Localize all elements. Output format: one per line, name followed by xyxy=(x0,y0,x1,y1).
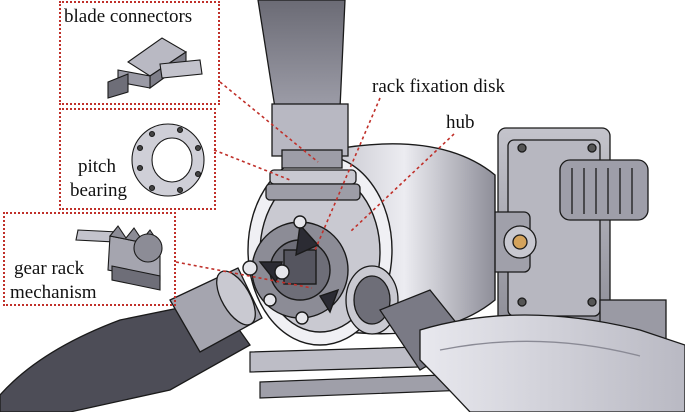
label-mechanism: mechanism xyxy=(10,282,97,303)
left-blade xyxy=(0,267,263,412)
top-blade xyxy=(257,0,361,201)
label-hub: hub xyxy=(446,112,475,133)
generator xyxy=(469,127,667,341)
blade-connectors-illustration xyxy=(107,37,203,99)
right-blade xyxy=(345,265,685,412)
label-blade-connectors: blade connectors xyxy=(64,6,193,27)
callout-box-blade-connectors xyxy=(59,1,220,105)
label-pitch: pitch xyxy=(78,156,116,177)
label-bearing: bearing xyxy=(70,180,127,201)
pitch-bearing-illustration xyxy=(131,123,205,197)
gear-rack-illustration xyxy=(75,225,163,291)
label-rack-fixation-disk: rack fixation disk xyxy=(372,76,505,97)
leader-lines xyxy=(175,81,455,289)
label-gear-rack: gear rack xyxy=(14,258,85,279)
callout-box-pitch-bearing xyxy=(59,108,216,210)
callout-box-gear-rack xyxy=(3,212,176,306)
